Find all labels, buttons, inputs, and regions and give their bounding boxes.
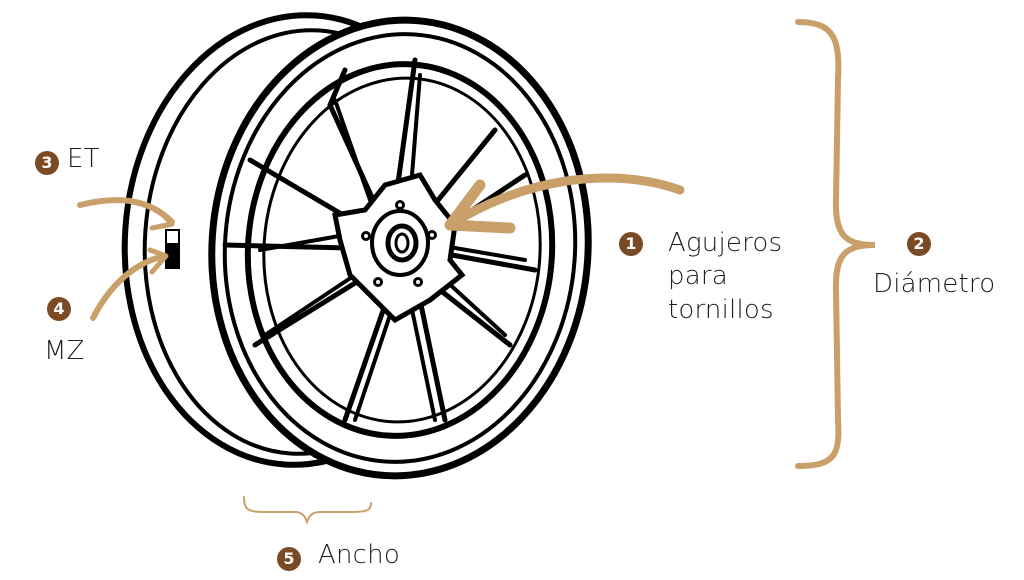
callout-badge-3: 3 xyxy=(35,151,59,175)
callout-label-diameter: Diámetro xyxy=(873,269,996,299)
width-brace xyxy=(243,496,372,526)
wheel-hub xyxy=(332,172,466,324)
callout-badge-2: 2 xyxy=(907,232,931,256)
callout-arrows xyxy=(77,173,685,321)
callout-badge-4: 4 xyxy=(47,297,71,321)
et-mz-marker xyxy=(165,229,180,269)
callout-badge-5: 5 xyxy=(277,547,301,571)
callout-label-width: Ancho xyxy=(318,540,400,570)
callout-badge-1: 1 xyxy=(619,232,643,256)
callout-label-et: ET xyxy=(67,144,100,174)
label-line: para xyxy=(668,261,728,292)
diameter-brace xyxy=(795,19,876,469)
arrow-bolt-holes xyxy=(445,173,685,230)
label-line: Agujeros xyxy=(668,228,783,258)
callout-label-bolt-holes: Agujeros para tornillos xyxy=(668,227,782,327)
label-line: tornillos xyxy=(668,294,774,325)
callout-label-mz: MZ xyxy=(44,336,85,366)
arrow-mz xyxy=(90,253,168,321)
wheel-spokes xyxy=(222,57,538,423)
